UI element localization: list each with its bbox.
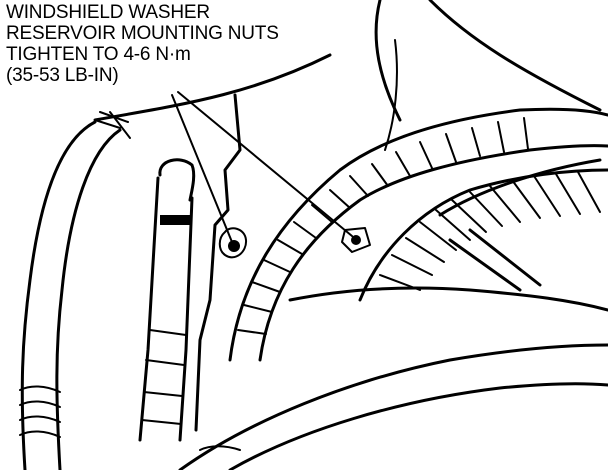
- nut-left-icon: [228, 240, 240, 252]
- wiring-loom: [228, 107, 608, 362]
- lower-panel-lines: [178, 286, 608, 472]
- callout-line-4: (35-53 LB-IN): [6, 65, 119, 86]
- nut-right-icon: [351, 235, 361, 245]
- callout-line-2: RESERVOIR MOUNTING NUTS: [6, 23, 279, 44]
- nut-right: [341, 227, 371, 253]
- leader-lines: [171, 91, 353, 243]
- callout-line-3: TIGHTEN TO 4-6 N·m: [6, 44, 191, 65]
- callout-label: WINDSHIELD WASHER RESERVOIR MOUNTING NUT…: [6, 2, 279, 86]
- air-duct: [358, 168, 608, 302]
- mounting-bracket: [194, 93, 248, 432]
- vertical-strut: [138, 158, 196, 442]
- hose-left: [19, 111, 131, 472]
- callout-line-1: WINDSHIELD WASHER: [6, 2, 210, 23]
